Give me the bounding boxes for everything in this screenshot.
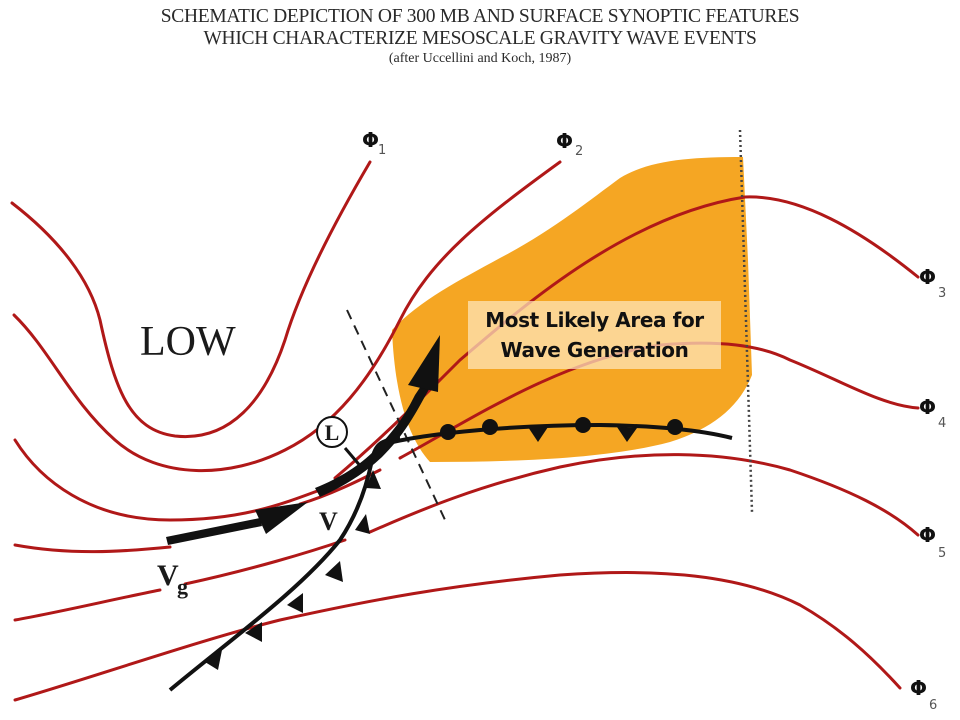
v-label: V xyxy=(319,507,338,536)
surface-low-marker: L xyxy=(316,416,348,448)
warm-front xyxy=(379,417,733,447)
vg-label: V xyxy=(157,559,179,592)
geostrophic-wind-arrow xyxy=(166,502,308,545)
wave-generation-label-line2: Wave Generation xyxy=(500,338,689,362)
title-citation: (after Uccellini and Koch, 1987) xyxy=(388,51,572,66)
phi1-index: 1 xyxy=(378,143,386,158)
title-line-1: SCHEMATIC DEPICTION OF 300 MB AND SURFAC… xyxy=(160,6,800,27)
wave-generation-label: Most Likely Area for Wave Generation xyxy=(468,301,721,369)
low-label: LOW xyxy=(140,319,236,365)
diagram-title: SCHEMATIC DEPICTION OF 300 MB AND SURFAC… xyxy=(0,6,960,67)
phi4-index: 4 xyxy=(938,416,946,431)
phi3-index: 3 xyxy=(938,286,946,301)
phi5-index: 5 xyxy=(938,546,946,561)
wave-generation-label-line1: Most Likely Area for xyxy=(485,308,704,332)
phi3-symbol: Φ xyxy=(919,265,936,289)
vg-subscript: g xyxy=(177,574,188,599)
actual-wind-arrow xyxy=(315,335,440,497)
contour-phi1 xyxy=(10,160,372,439)
contour-phi2 xyxy=(12,160,562,472)
title-line-2: WHICH CHARACTERIZE MESOSCALE GRAVITY WAV… xyxy=(203,28,757,49)
phi2-symbol: Φ xyxy=(556,129,573,153)
phi5-symbol: Φ xyxy=(919,523,936,547)
surface-low-label: L xyxy=(325,420,340,445)
phi6-symbol: Φ xyxy=(910,676,927,700)
trough-axis-dashed-line xyxy=(346,309,447,523)
ridge-axis-dotted-line xyxy=(738,129,754,513)
contour-phi6 xyxy=(13,571,902,702)
phi1-symbol: Φ xyxy=(362,128,379,152)
phi4-symbol: Φ xyxy=(919,395,936,419)
contour-phi5 xyxy=(13,453,920,622)
contour-labels: Φ 1 Φ 2 Φ 3 Φ 4 Φ 5 Φ 6 xyxy=(362,128,946,713)
cold-front xyxy=(168,436,401,692)
phi2-index: 2 xyxy=(575,144,583,159)
phi6-index: 6 xyxy=(929,698,937,713)
